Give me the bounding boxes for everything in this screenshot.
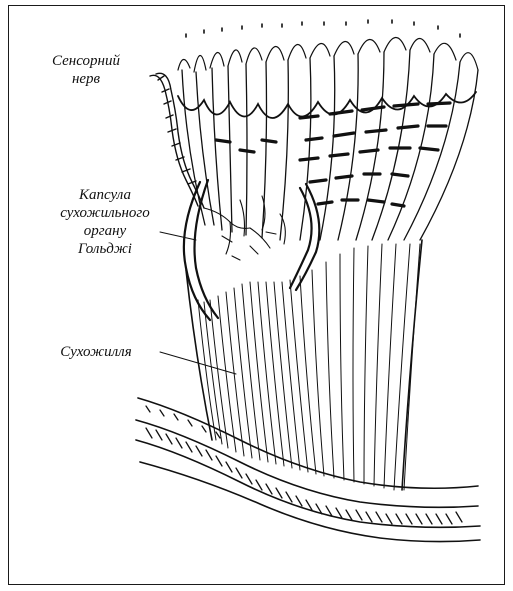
label-tendon: Сухожилля [26,343,166,361]
label-capsule-line2: сухожильного [40,204,170,222]
label-capsule-line4: Гольджі [40,240,170,258]
label-capsule-line3: органу [40,222,170,240]
label-golgi-capsule: Капсула сухожильного органу Гольджі [40,186,170,258]
label-sensory-nerve-line2: нерв [26,70,146,88]
tendon-outline-left [186,270,212,440]
label-tendon-line1: Сухожилля [26,343,166,361]
nerve-endings [204,196,285,260]
muscle-fibers [182,50,478,240]
fiber-tip-dots [186,20,460,37]
tendon-fibers [198,244,420,490]
striation-bands [216,103,450,206]
label-capsule-line1: Капсула [40,186,170,204]
label-sensory-nerve: Сенсорний нерв [26,52,146,88]
label-sensory-nerve-line1: Сенсорний [26,52,146,70]
